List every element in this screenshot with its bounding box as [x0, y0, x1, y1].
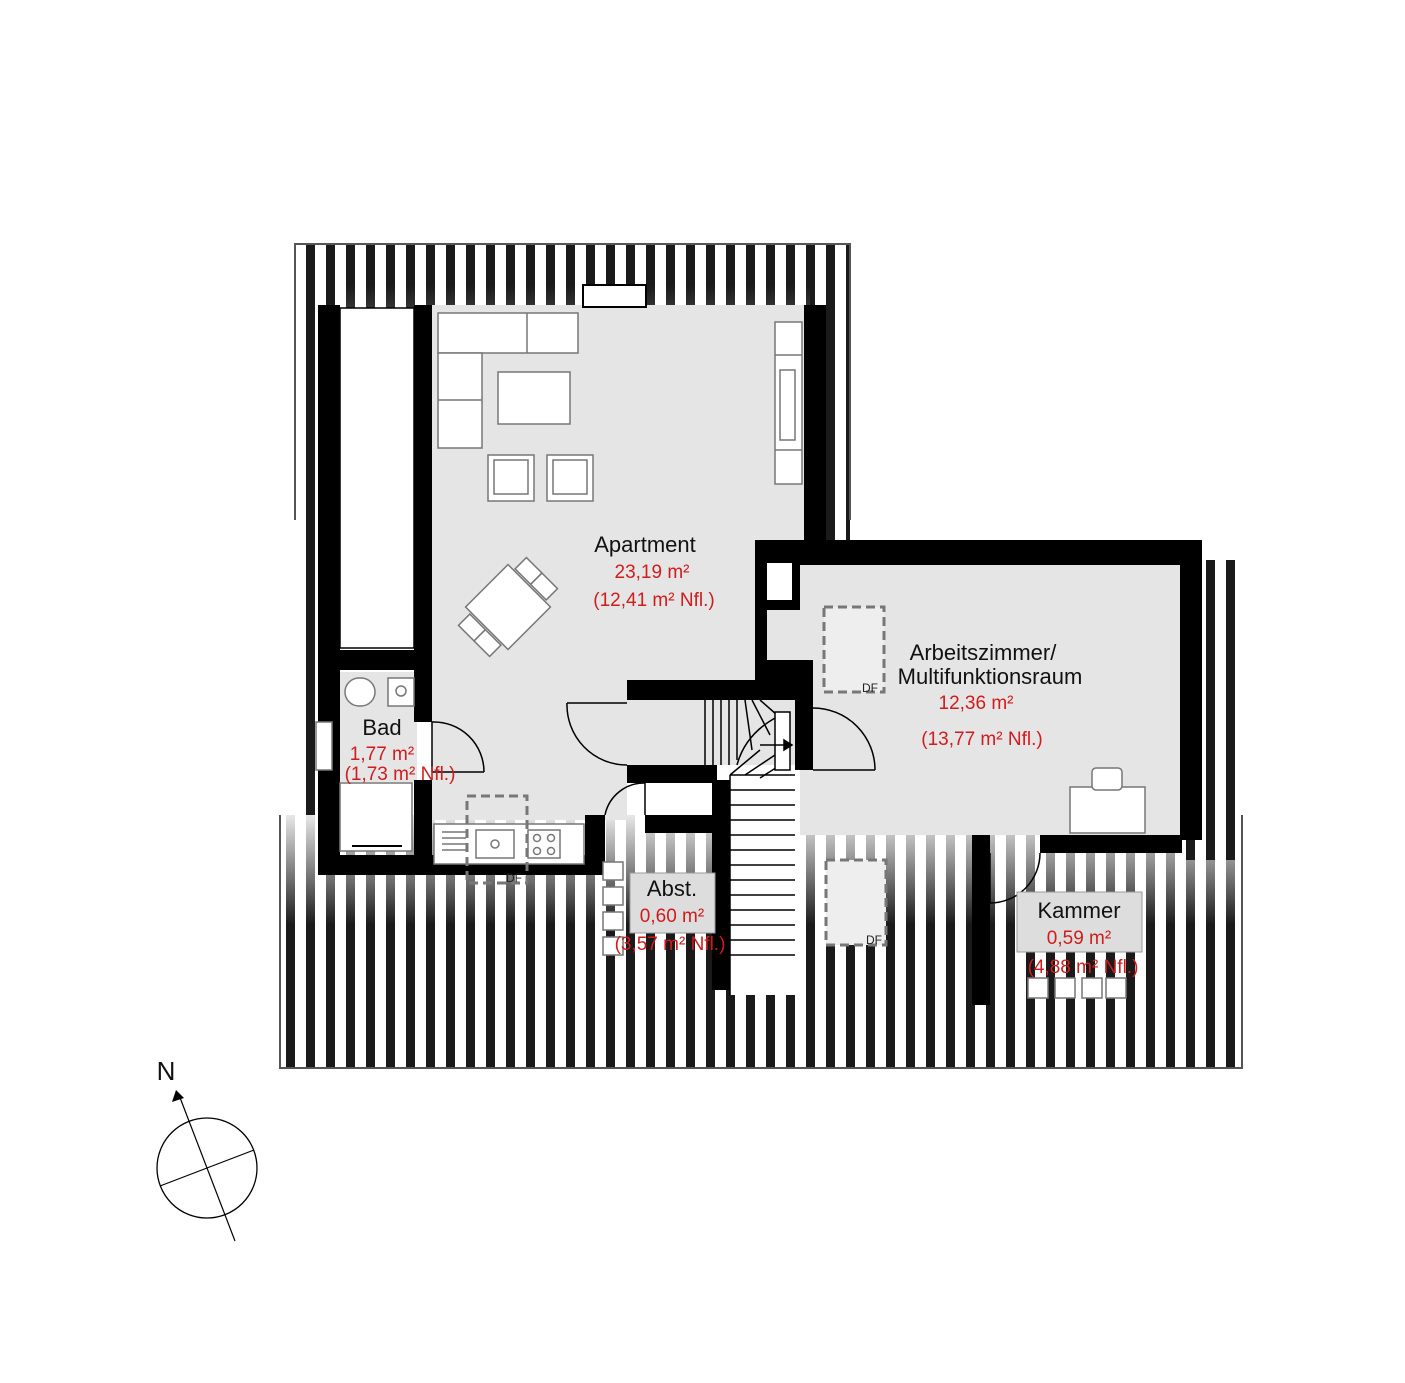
north-label: N	[157, 1056, 176, 1086]
shower	[339, 782, 413, 852]
desk	[1069, 786, 1146, 834]
kammer-door	[989, 852, 1041, 904]
room-name-bad: Bad	[362, 715, 401, 740]
top-window	[582, 284, 647, 308]
room-name-kammer: Kammer	[1037, 898, 1120, 923]
room-nfl-kammer: (4,88 m² Nfl.)	[1028, 957, 1139, 978]
roof-outline-south	[279, 815, 1243, 1069]
cooktop	[527, 829, 561, 859]
floor-areas	[337, 305, 1183, 835]
furniture	[315, 312, 1146, 999]
room-nfl-bad: (1,73 m² Nfl.)	[345, 764, 456, 785]
room-area-abst: 0,60 m²	[640, 906, 704, 927]
knee-wall-storage	[339, 307, 415, 649]
df-label-1: DF	[862, 681, 878, 695]
room-name-abst: Abst.	[647, 876, 697, 901]
walls	[318, 305, 1202, 1005]
room-nfl-abst: (3,57 m² Nfl.)	[615, 934, 726, 955]
room-name-apartment: Apartment	[594, 532, 696, 557]
sofa-back	[437, 312, 579, 354]
toilet	[344, 677, 376, 707]
north-arrow-icon	[172, 1090, 184, 1102]
room-area-bad: 1,77 m²	[350, 744, 414, 765]
bad-door	[431, 721, 485, 773]
roof-outline-north	[294, 243, 851, 520]
room-area-apartment: 23,19 m²	[615, 562, 690, 583]
room-nfl-arbeitszimmer: (13,77 m² Nfl.)	[921, 729, 1042, 750]
room-area-arbeitszimmer: 12,36 m²	[939, 693, 1014, 714]
abst-door	[604, 782, 646, 816]
north-compass: N	[156, 1056, 258, 1242]
roof-window-kitchen	[465, 794, 529, 885]
doors	[431, 702, 1041, 904]
room-name-arbeitszimmer-2: Multifunktionsraum	[898, 664, 1083, 689]
roof-window-arbeitszimmer	[822, 605, 886, 694]
df-label-3: DF	[866, 933, 882, 947]
staircase	[704, 699, 795, 995]
coffee-table	[497, 371, 571, 425]
room-nfl-apartment: (12,41 m² Nfl.)	[593, 590, 714, 611]
arbeitszimmer-door	[812, 707, 876, 771]
roof-window-south	[824, 858, 888, 947]
desk-chair	[1091, 767, 1123, 791]
df-label-2: DF	[506, 871, 522, 885]
compass-circle	[156, 1117, 258, 1219]
room-area-kammer: 0,59 m²	[1047, 928, 1111, 949]
abst-label-box	[629, 872, 716, 934]
apartment-door	[566, 702, 628, 766]
dining-table	[457, 556, 559, 658]
kammer-label-box	[1016, 891, 1143, 953]
room-name-arbeitszimmer-1: Arbeitszimmer/	[910, 640, 1058, 665]
roof-windows	[465, 605, 888, 947]
